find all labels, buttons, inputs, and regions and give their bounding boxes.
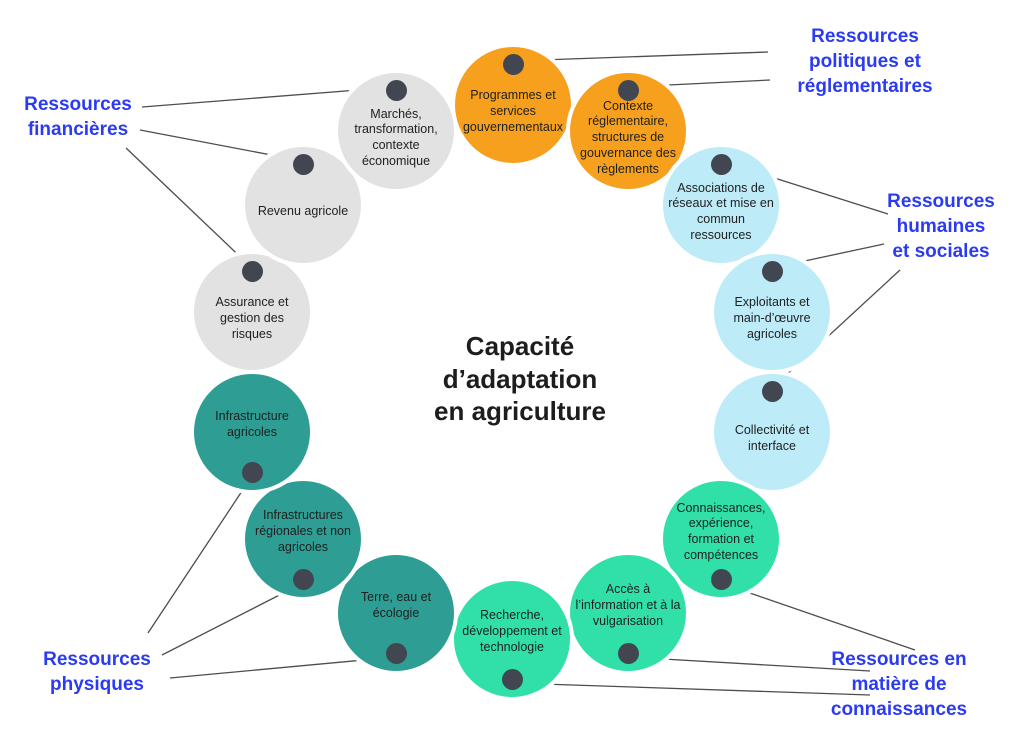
node-anchor-dot	[241, 462, 263, 483]
node-contexte-reglementaire: Contexte réglementaire, structures de go…	[566, 69, 690, 193]
node-label: Infrastructure agricoles	[215, 409, 289, 439]
node-anchor-dot	[710, 569, 732, 590]
node-label: Programmes et services gouvernementaux	[462, 88, 564, 134]
node-anchor-dot	[385, 643, 407, 664]
node-collectivite-interface: Collectivité et interface	[710, 370, 834, 494]
node-anchor-dot	[292, 569, 314, 590]
node-label: Recherche, développement et technologie	[462, 608, 562, 654]
group-label-financieres: Ressources financières	[24, 94, 132, 141]
group-label-physiques: Ressources physiques	[43, 649, 151, 696]
group-label-politiques: Ressources politiques et réglementaires	[797, 26, 933, 98]
node-infrastructure-agricoles: Infrastructure agricoles	[190, 370, 314, 494]
node-anchor-dot	[761, 381, 783, 402]
node-label: Infrastructures régionales et non agrico…	[255, 508, 351, 554]
diagram-title: Capacité d’adaptation en agriculture	[434, 331, 606, 426]
node-connaissances-competences: Connaissances, expérience, formation et …	[659, 477, 783, 601]
group-label-humaines: Ressources humaines et sociales	[887, 191, 995, 263]
node-anchor-dot	[617, 643, 639, 664]
node-associations-reseaux: Associations de réseaux et mise en commu…	[659, 143, 783, 267]
connector-knowledge-recherche	[511, 682, 871, 696]
node-anchor-dot	[502, 54, 524, 75]
node-acces-information: Accès à l’information et à la vulgarisat…	[566, 551, 690, 675]
node-label: Terre, eau et écologie	[360, 590, 432, 620]
node-recherche-technologie: Recherche, développement et technologie	[450, 577, 574, 701]
connector-physical-infrastructure	[147, 475, 253, 634]
node-anchor-dot	[710, 154, 732, 175]
node-label: Collectivité et interface	[734, 423, 810, 453]
node-label: Marchés, transformation, contexte économ…	[354, 106, 438, 168]
node-infrastructures-regionales: Infrastructures régionales et non agrico…	[241, 477, 365, 601]
node-marches-transformation: Marchés, transformation, contexte économ…	[334, 69, 458, 193]
group-label-connaissances: Ressources en matière de connaissances	[830, 649, 968, 721]
node-label: Associations de réseaux et mise en commu…	[668, 180, 774, 242]
node-label: Exploitants et main-d’œuvre agricoles	[733, 295, 811, 341]
node-anchor-dot	[761, 261, 783, 282]
node-label: Accès à l’information et à la vulgarisat…	[575, 582, 681, 628]
node-label: Connaissances, expérience, formation et …	[676, 500, 766, 562]
node-label: Revenu agricole	[257, 204, 349, 219]
connector-knowledge-connaissances	[720, 582, 916, 651]
node-anchor-dot	[385, 80, 407, 101]
node-label: Assurance et gestion des risques	[215, 295, 289, 341]
node-exploitants-main-doeuvre: Exploitants et main-d’œuvre agricoles	[710, 250, 834, 374]
node-anchor-dot	[241, 261, 263, 282]
node-anchor-dot	[501, 669, 523, 690]
node-programmes-services: Programmes et services gouvernementaux	[451, 43, 575, 167]
node-assurance-risques: Assurance et gestion des risques	[190, 250, 314, 374]
node-label: Contexte réglementaire, structures de go…	[580, 98, 676, 176]
connector-financial-assurance	[125, 147, 253, 269]
node-anchor-dot	[292, 154, 314, 175]
node-anchor-dot	[617, 80, 639, 101]
